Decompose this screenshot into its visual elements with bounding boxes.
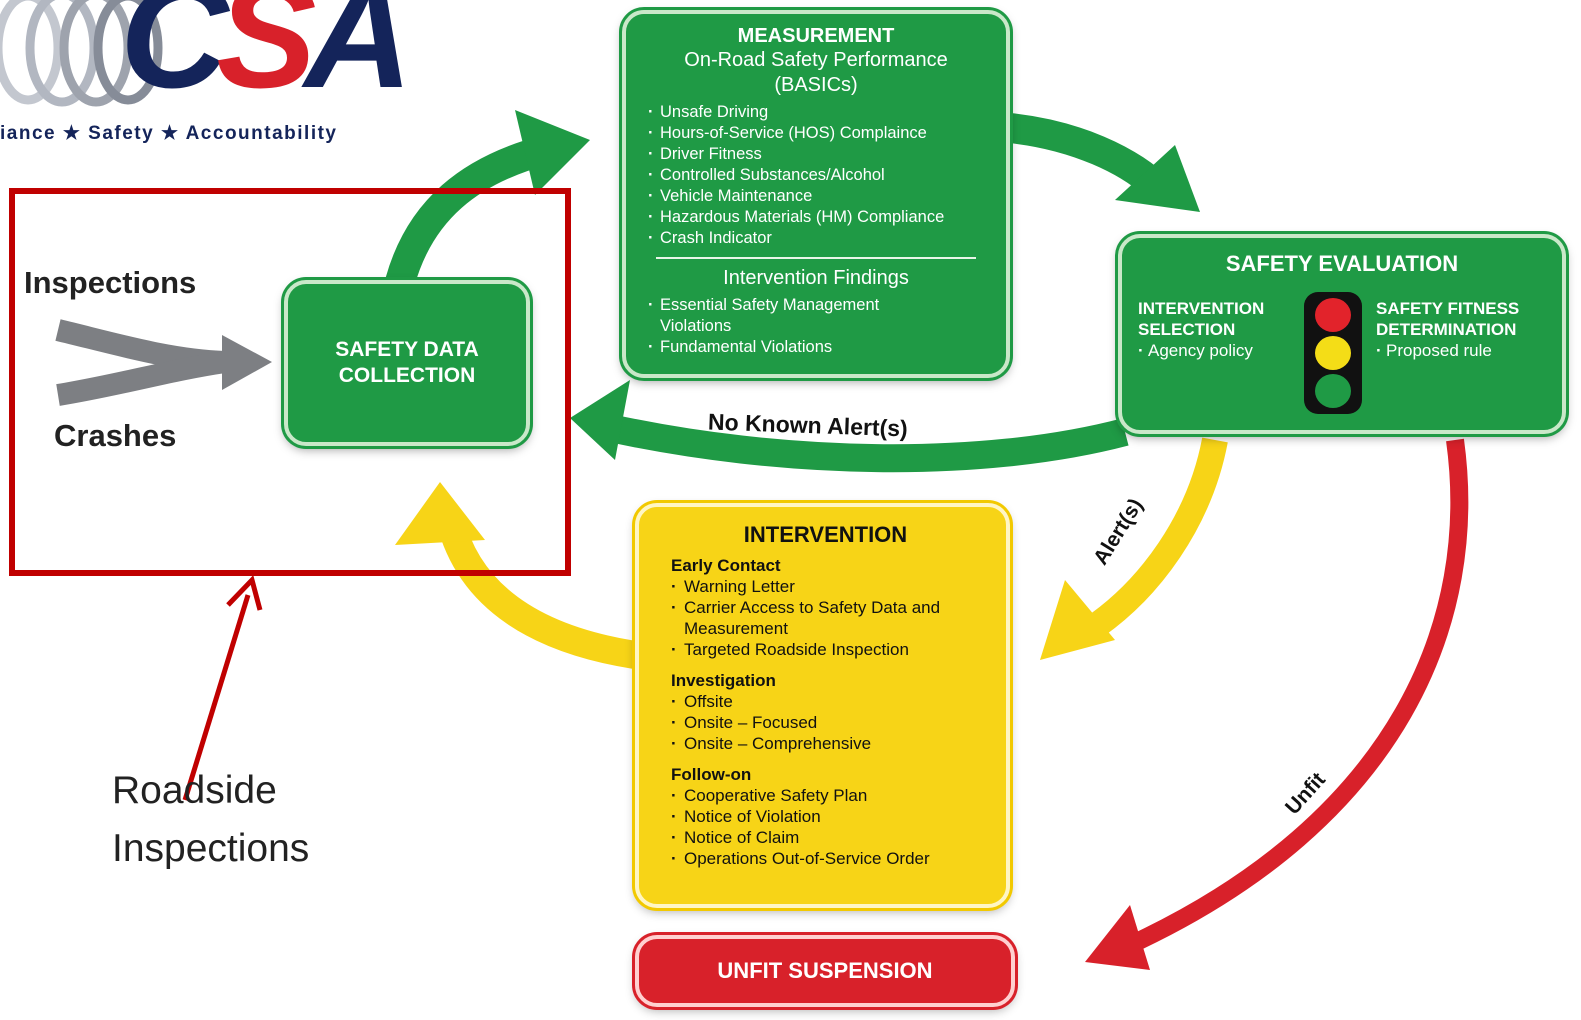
intervention-box: INTERVENTION Early Contact Warning Lette… [635,503,1010,908]
intervention-selection: INTERVENTION SELECTION Agency policy [1138,298,1298,361]
list-item: Onsite – Focused [671,712,980,733]
investigation-section: Investigation Offsite Onsite – Focused O… [671,670,980,754]
measurement-box: MEASUREMENT On-Road Safety Performance (… [622,10,1010,378]
list-item: Offsite [671,691,980,712]
list-item: Notice of Violation [671,806,980,827]
list-item: Essential Safety Management Violations [648,295,940,337]
section-heading: Early Contact [671,556,781,575]
list-item: Controlled Substances/Alcohol [648,165,984,186]
divider [656,257,976,259]
findings-title: Intervention Findings [723,267,909,289]
list-item: Onsite – Comprehensive [671,733,980,754]
list-item: Carrier Access to Safety Data and Measur… [671,597,974,639]
measurement-title: MEASUREMENT [737,25,895,47]
red-light [1315,298,1351,332]
list-item: Fundamental Violations [648,337,984,358]
csa-logo: CSA [120,0,413,119]
agency-policy-item: Agency policy [1138,340,1298,361]
list-item: Cooperative Safety Plan [671,785,980,806]
follow-on-section: Follow-on Cooperative Safety Plan Notice… [671,764,980,869]
basics-list: Unsafe Driving Hours-of-Service (HOS) Co… [648,102,984,249]
safety-evaluation-title: SAFETY EVALUATION [1225,251,1459,276]
unfit-suspension-box: UNFIT SUSPENSION [635,935,1015,1007]
highlight-frame [9,188,571,576]
arrow-unfit [1085,438,1469,970]
arrow-to-evaluation [1008,113,1200,212]
unfit-suspension-title: UNFIT SUSPENSION [717,958,933,983]
early-contact-section: Early Contact Warning Letter Carrier Acc… [671,555,980,660]
roadside-inspections-annotation: Roadside Inspections [112,769,310,870]
list-item: Operations Out-of-Service Order [671,848,980,869]
proposed-rule-item: Proposed rule [1376,340,1556,361]
intervention-selection-heading: INTERVENTION SELECTION [1138,299,1265,339]
traffic-light-icon [1304,292,1362,414]
crashes-label: Crashes [54,418,177,453]
measurement-subtitle: On-Road Safety Performance (BASICs) [684,49,948,96]
list-item: Crash Indicator [648,228,984,249]
inspections-label: Inspections [24,265,197,300]
safety-data-collection-box: SAFETY DATA COLLECTION [284,280,530,446]
arrow-to-measurement [385,110,590,287]
intervention-title: INTERVENTION [743,522,908,547]
list-item: Hours-of-Service (HOS) Complaince [648,123,984,144]
logo-letters: CSA [120,0,413,119]
logo-tagline: iance ★ Safety ★ Accountability [0,123,338,144]
list-item: Vehicle Maintenance [648,186,984,207]
logo-rings [0,0,163,107]
safety-fitness-determination: SAFETY FITNESS DETERMINATION Proposed ru… [1376,298,1556,361]
list-item: Targeted Roadside Inspection [671,639,980,660]
arrow-alerts [1040,437,1228,660]
safety-evaluation-box: SAFETY EVALUATION INTERVENTION SELECTION… [1118,234,1566,434]
arrow-intervention-return [395,482,638,669]
safety-data-collection-title: SAFETY DATA COLLECTION [335,338,479,387]
section-heading: Investigation [671,671,776,690]
section-heading: Follow-on [671,765,752,784]
safety-fitness-heading: SAFETY FITNESS DETERMINATION [1376,299,1520,339]
arrow-no-known-alerts [570,380,1129,473]
green-light [1315,374,1351,408]
list-item: Unsafe Driving [648,102,984,123]
merge-arrow [55,319,272,406]
list-item: Driver Fitness [648,144,984,165]
list-item: Hazardous Materials (HM) Compliance [648,207,984,228]
annotation-arrow [182,575,263,801]
list-item: Warning Letter [671,576,980,597]
yellow-light [1315,336,1351,370]
list-item: Notice of Claim [671,827,980,848]
findings-list: Essential Safety Management Violations F… [648,295,984,358]
